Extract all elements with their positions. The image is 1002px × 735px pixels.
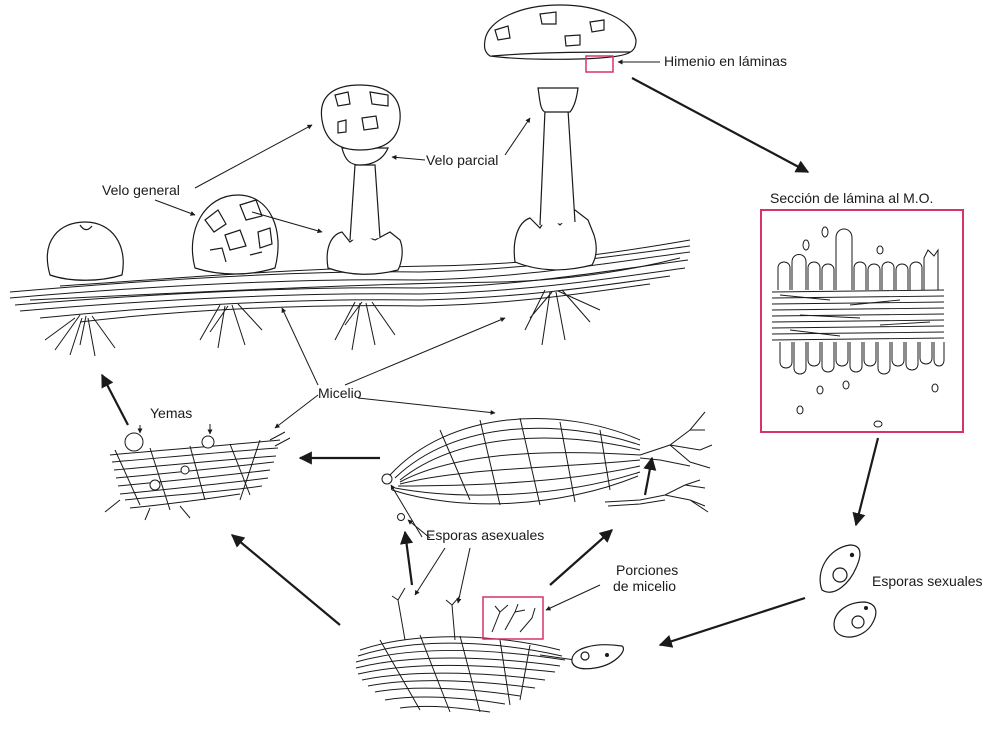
stage4-mature-mushroom <box>485 5 636 270</box>
branching-hypha <box>605 480 708 512</box>
stage1-primordium <box>47 222 123 280</box>
label-porciones-line1: Porciones <box>616 562 678 578</box>
germinating-spore <box>572 645 624 669</box>
spindle-mycelium <box>382 412 712 505</box>
label-seccion-lamina: Sección de lámina al M.O. <box>770 190 933 206</box>
porciones-hyphae <box>492 604 535 632</box>
label-micelio: Micelio <box>318 385 362 401</box>
label-porciones-line2: de micelio <box>613 578 676 594</box>
leader-arrows <box>140 62 660 610</box>
label-himenio: Himenio en láminas <box>664 53 787 69</box>
asexual-spores <box>398 514 405 521</box>
label-yemas: Yemas <box>150 405 192 421</box>
stage3-young-mushroom <box>321 85 402 274</box>
yemas-mycelium <box>105 432 290 520</box>
label-velo-general: Velo general <box>102 182 180 198</box>
porciones-highlight-box <box>483 597 543 639</box>
lamina-section-panel <box>761 210 963 432</box>
label-esporas-asexuales: Esporas asexuales <box>426 527 544 543</box>
germination-mycelium <box>356 588 575 712</box>
sexual-spores <box>820 545 876 637</box>
stage2-button <box>192 195 278 274</box>
label-esporas-sexuales: Esporas sexuales <box>872 573 983 589</box>
label-velo-parcial: Velo parcial <box>426 152 498 168</box>
